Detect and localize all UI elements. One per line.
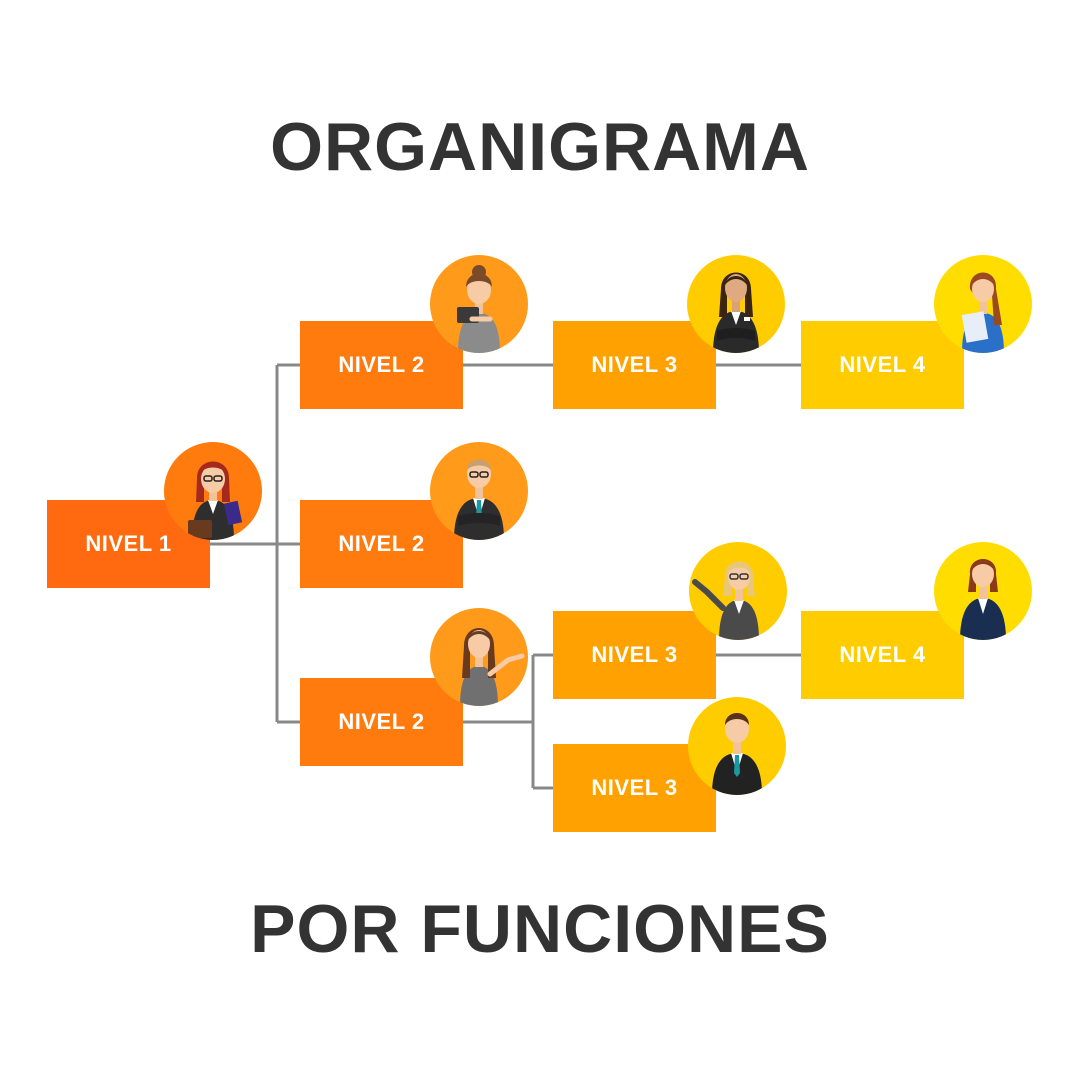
node-label: NIVEL 4 xyxy=(839,352,926,377)
node-label: NIVEL 3 xyxy=(591,352,678,377)
page-title: ORGANIGRAMA xyxy=(270,109,810,185)
page-subtitle: POR FUNCIONES xyxy=(250,891,830,967)
blonde-woman-pointing-icon xyxy=(689,542,787,640)
man-suit-icon xyxy=(688,697,786,795)
woman-arms-crossed-icon xyxy=(687,255,785,353)
node-label: NIVEL 2 xyxy=(338,352,425,377)
node-nivel-3-top: NIVEL 3 xyxy=(553,321,716,409)
node-nivel-2-bottom: NIVEL 2 xyxy=(300,678,463,766)
node-nivel-2-top: NIVEL 2 xyxy=(300,321,463,409)
woman-navy-suit-icon xyxy=(934,542,1032,640)
node-nivel-1: NIVEL 1 xyxy=(47,500,210,588)
node-label: NIVEL 1 xyxy=(85,531,172,556)
woman-pointing-icon xyxy=(430,608,528,706)
node-nivel-4-bottom: NIVEL 4 xyxy=(801,611,964,699)
man-glasses-arms-crossed-icon xyxy=(430,442,528,540)
node-label: NIVEL 2 xyxy=(338,709,425,734)
node-label: NIVEL 4 xyxy=(839,642,926,667)
node-label: NIVEL 2 xyxy=(338,531,425,556)
node-label: NIVEL 3 xyxy=(591,775,678,800)
node-label: NIVEL 3 xyxy=(591,642,678,667)
node-nivel-3-middle: NIVEL 3 xyxy=(553,611,716,699)
woman-holding-papers-icon xyxy=(934,255,1032,353)
woman-tablet-icon xyxy=(430,255,528,353)
woman-glasses-briefcase-icon xyxy=(164,442,262,540)
node-nivel-4-top: NIVEL 4 xyxy=(801,321,964,409)
